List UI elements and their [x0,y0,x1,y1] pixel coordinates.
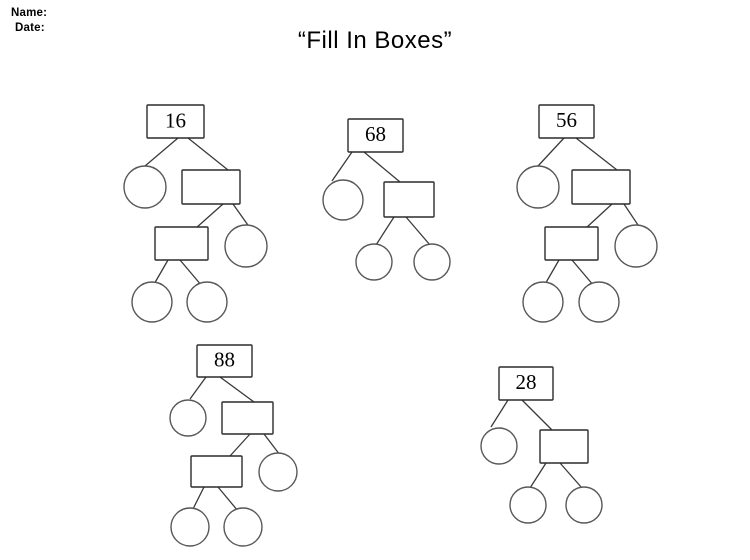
edge-level1box-to-left-box [229,433,251,457]
level1-right-box[interactable] [221,401,274,435]
level2-left-box[interactable] [154,226,209,261]
edge-level1box-to-left-box [585,203,613,229]
name-label: Name: [11,7,48,19]
edge-level1box-to-left-circle [529,462,547,489]
page-title: “Fill In Boxes” [297,27,453,54]
edge-level2box-to-right-circle [571,259,595,287]
level1-right-box[interactable] [181,169,241,205]
level3-right-circle[interactable] [186,281,228,323]
root-box[interactable] [347,118,404,153]
edge-root-to-left-circle [189,376,207,400]
level1-left-circle[interactable] [169,399,207,437]
level1-right-box[interactable] [383,181,435,218]
root-box-value: 68 [365,122,386,146]
date-label: Date: [15,22,45,34]
edge-level2box-to-right-circle [217,486,239,512]
edge-root-to-left-circle [537,137,565,167]
edge-root-to-right-box [575,137,618,171]
level1-left-circle[interactable] [516,165,560,209]
level1-left-circle[interactable] [123,165,167,209]
level1-left-circle[interactable] [322,179,364,221]
edge-root-to-right-box [521,399,553,431]
edge-root-to-left-circle [144,137,179,167]
root-box[interactable] [538,104,595,139]
root-box-value: 88 [214,347,235,371]
level1-left-circle[interactable] [480,427,518,465]
edge-level1box-to-left-circle [375,216,395,246]
edge-level1box-to-right-circle [559,462,583,489]
level1-right-box[interactable] [571,169,631,205]
level2-right-circle[interactable] [614,224,658,268]
edge-level1box-to-right-circle [623,203,641,229]
level2-right-circle[interactable] [224,224,268,268]
root-box[interactable] [196,344,253,378]
edge-level1box-to-right-circle [232,203,251,229]
edge-root-to-left-circle [331,151,353,182]
edge-root-to-right-box [219,376,255,403]
number-bond-problem-3: 56 [512,100,682,330]
number-bond-problem-2: 68 [320,115,460,290]
level3-right-circle[interactable] [223,507,263,547]
level2-right-circle[interactable] [565,486,603,524]
edge-root-to-left-circle [490,399,509,428]
number-bond-problem-1: 16 [118,100,288,330]
root-box-value: 28 [516,370,537,394]
level2-left-box[interactable] [190,455,243,488]
edge-root-to-right-box [363,151,401,183]
edge-level2box-to-left-circle [191,486,205,512]
number-bond-problem-5: 28 [478,364,618,534]
level3-left-circle[interactable] [131,281,173,323]
level2-right-circle[interactable] [413,243,451,281]
level2-right-circle[interactable] [258,452,298,492]
level1-right-box[interactable] [539,429,589,464]
edge-level1box-to-left-box [195,203,224,229]
edge-level1box-to-right-circle [405,216,431,246]
root-box[interactable] [146,104,205,139]
level2-left-circle[interactable] [509,486,547,524]
root-box-value: 16 [165,108,186,132]
student-info-block: Name: Date: [11,6,47,36]
level3-right-circle[interactable] [578,281,620,323]
root-box-value: 56 [556,108,577,132]
edge-level2box-to-right-circle [179,259,203,287]
level2-left-box[interactable] [544,226,599,261]
root-box[interactable] [498,366,554,401]
level3-left-circle[interactable] [522,281,564,323]
edge-root-to-right-box [187,137,229,171]
number-bond-problem-4: 88 [168,341,338,551]
level3-left-circle[interactable] [170,507,210,547]
level2-left-circle[interactable] [355,243,393,281]
edge-level1box-to-right-circle [263,433,281,456]
